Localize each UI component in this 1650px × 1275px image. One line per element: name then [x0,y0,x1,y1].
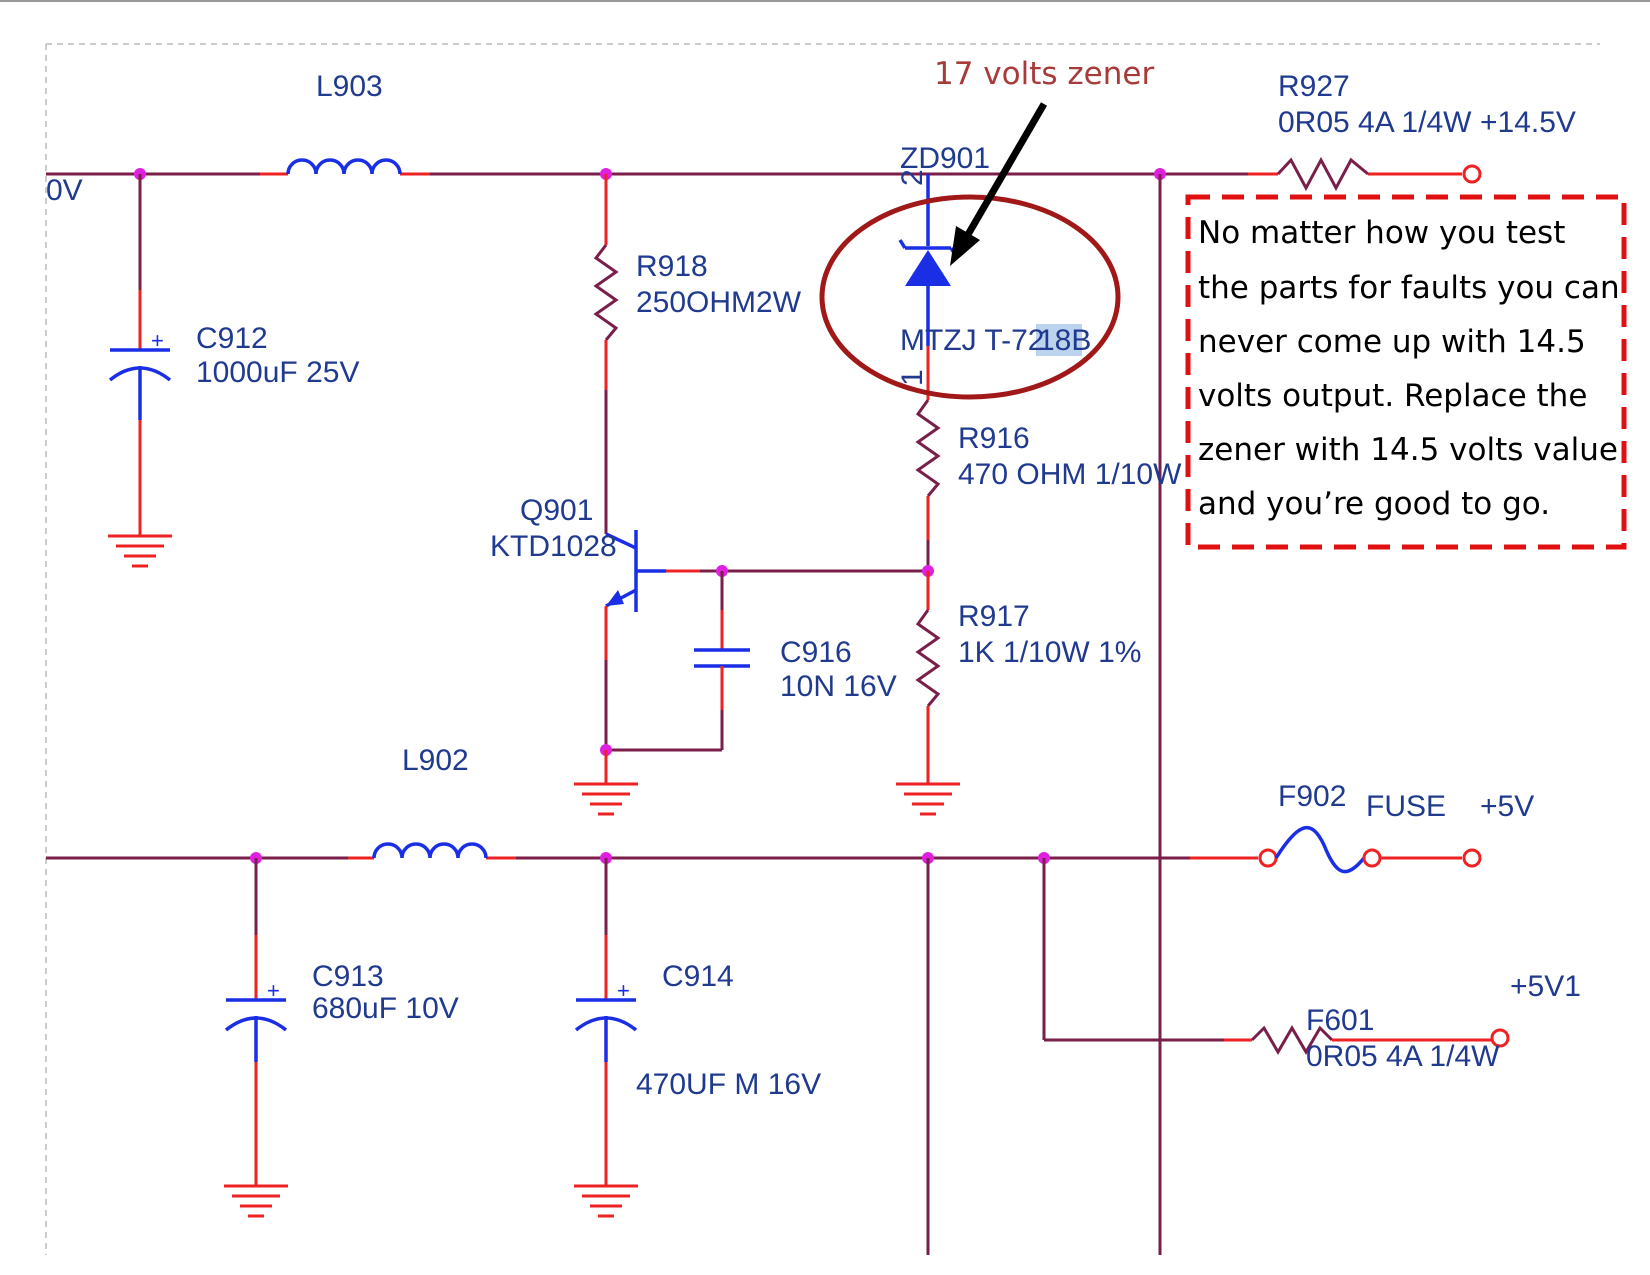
label-c916-ref: C916 [780,636,852,669]
fuse-f902 [1258,826,1382,874]
label-f601-value: 0R05 4A 1/4W [1306,1040,1500,1073]
label-zd901-part-suffix: 18B [1038,324,1091,357]
zener-highlight-circle [819,194,1121,400]
ground-symbol [108,520,172,568]
svg-text:+: + [151,328,164,353]
ground-symbol [896,782,960,816]
ground-symbol [224,1184,288,1218]
note-line: No matter how you test [1198,215,1565,251]
label-c912-value: 1000uF 25V [196,356,359,389]
callout-arrow [950,102,1048,266]
label-input-net: 0V [46,174,83,207]
label-c913-ref: C913 [312,960,384,993]
label-r927-value: 0R05 4A 1/4W [1278,106,1472,139]
label-net-14v5: +14.5V [1480,106,1576,139]
ground-symbol [574,750,638,816]
label-c914-value: 470UF M 16V [636,1068,821,1101]
capacitor-c916 [694,571,750,750]
label-f601-ref: F601 [1306,1004,1374,1037]
label-zd901-part: MTZJ T-72 [900,324,1044,357]
resistor-r918 [593,174,619,534]
label-f902-type: FUSE [1366,790,1446,823]
label-q901-ref: Q901 [520,494,593,527]
note-text: No matter how you test the parts for fau… [1198,215,1620,522]
label-r918-ref: R918 [636,250,708,283]
label-net-5v: +5V [1480,790,1534,823]
label-c913-value: 680uF 10V [312,992,459,1025]
svg-text:+: + [267,978,280,1003]
resistor-f601 [1042,858,1492,1055]
label-zd901-pin1: 1 [896,369,929,386]
ground-symbol [574,1184,638,1218]
note-line: zener with 14.5 volts value [1198,432,1618,468]
terminal-5v1 [1490,1028,1510,1048]
resistor-r916 [915,399,941,571]
label-l902: L902 [402,744,469,777]
label-c916-value: 10N 16V [780,670,897,703]
terminal-14v5 [1462,164,1482,184]
capacitor-c914: + [574,858,638,1186]
note-line: the parts for faults you can [1198,270,1620,306]
inductor-l902 [372,842,488,859]
label-q901-value: KTD1028 [490,530,617,563]
note-box [1185,194,1627,550]
label-r916-ref: R916 [958,422,1030,455]
label-zd901-ref: ZD901 [900,142,990,175]
resistor-r927 [1276,156,1369,192]
label-r918-value: 250OHM2W [636,286,802,319]
label-r917-value: 1K 1/10W 1% [958,636,1141,669]
note-line: never come up with 14.5 [1198,324,1586,360]
capacitor-c912: + [108,174,172,520]
zener-callout-text: 17 volts zener [934,56,1154,92]
label-r927-ref: R927 [1278,70,1350,103]
note-line: and you’re good to go. [1198,486,1550,522]
label-f902-ref: F902 [1278,780,1346,813]
label-net-5v1: +5V1 [1510,970,1581,1003]
label-r917-ref: R917 [958,600,1030,633]
terminal-5v [1462,848,1482,868]
label-c914-ref: C914 [662,960,734,993]
label-zd901-pin2: 2 [896,169,929,186]
label-l903: L903 [316,70,383,103]
inductor-l903 [286,158,402,175]
capacitor-c913: + [224,858,288,1186]
svg-text:+: + [617,978,630,1003]
note-line: volts output. Replace the [1198,378,1587,414]
label-c912-ref: C912 [196,322,268,355]
label-r916-value: 470 OHM 1/10W [958,458,1182,491]
part-highlight [1036,324,1082,356]
transistor-q901 [604,530,928,752]
resistor-r917 [915,571,941,784]
